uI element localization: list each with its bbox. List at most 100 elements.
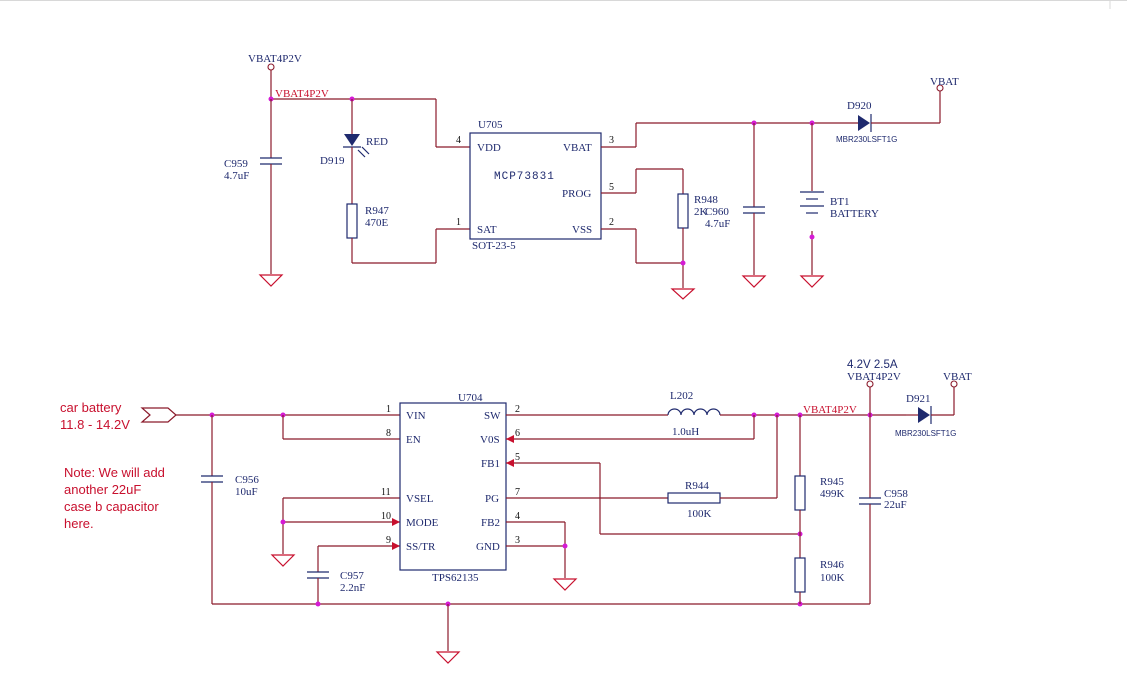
c958-ref: C958: [884, 488, 908, 500]
ground-symbol: [670, 288, 696, 300]
ground-symbol: [435, 651, 461, 664]
d921-ref: D921: [906, 393, 930, 405]
led-color-label: RED: [366, 136, 388, 148]
pin-sstr-label: SS/TR: [406, 541, 436, 553]
c960-value: 4.7uF: [705, 218, 730, 230]
pin-fb1-label: FB1: [481, 458, 500, 470]
resistor-r948: R948 2K: [677, 193, 718, 229]
vbat-port: VBAT: [930, 76, 959, 92]
diode-d920: D920 MBR230LSFT1G: [836, 91, 941, 144]
pin-1-number: 1: [456, 217, 461, 228]
d920-part: MBR230LSFT1G: [836, 135, 897, 144]
l202-ref: L202: [670, 390, 693, 402]
r947-value: 470E: [365, 217, 389, 229]
pin-7-number: 7: [515, 487, 520, 498]
ground-symbol: [799, 275, 825, 288]
pin-vsel-label: VSEL: [406, 493, 434, 505]
pin-v0s-label: V0S: [480, 434, 500, 446]
vbat4p2v-output-label: VBAT4P2V: [847, 371, 901, 383]
capacitor-c959: C959 4.7uF: [224, 99, 282, 274]
ground-symbol: [258, 274, 284, 287]
pin-vin-label: VIN: [406, 410, 426, 422]
l202-value: 1.0uH: [672, 426, 699, 438]
resistor-r944: R944 100K: [667, 480, 721, 520]
vbat-port-label: VBAT: [930, 76, 959, 88]
r944-ref: R944: [685, 480, 709, 492]
r944-value: 100K: [687, 508, 712, 520]
pin-4-number: 4: [456, 135, 461, 146]
capacitor-c958: C958 22uF: [859, 415, 908, 604]
pin-9-number: 9: [386, 535, 391, 546]
r947-ref: R947: [365, 205, 389, 217]
ground-symbol: [741, 275, 767, 288]
pin-3-number: 3: [609, 135, 614, 146]
c960-ref: C960: [705, 206, 729, 218]
u705-part: MCP73831: [494, 171, 555, 183]
r945-ref: R945: [820, 476, 844, 488]
capacitor-c957: C957 2.2nF: [307, 546, 365, 604]
output-rating: 4.2V 2.5A: [847, 359, 898, 371]
pin-6-number: 6: [515, 428, 520, 439]
note-line-3: case b capacitor: [64, 499, 159, 514]
c957-value: 2.2nF: [340, 582, 365, 594]
bt1-label: BATTERY: [830, 208, 879, 220]
car-battery-label: car battery: [60, 400, 122, 415]
c956-ref: C956: [235, 474, 259, 486]
car-battery-voltage: 11.8 - 14.2V: [60, 417, 130, 432]
vbat-output-label: VBAT: [943, 371, 972, 383]
vbat-output-port: VBAT: [943, 371, 972, 388]
d919-ref: D919: [320, 155, 345, 167]
c957-ref: C957: [340, 570, 364, 582]
pin-vss-label: VSS: [572, 224, 592, 236]
u704-ref: U704: [458, 392, 483, 404]
ic-u704: U704 TPS62135 VIN EN VSEL MODE SS/TR 1 8…: [381, 392, 520, 584]
battery-bt1: BT1 BATTERY: [800, 123, 879, 275]
resistor-r945: R945 499K: [794, 475, 845, 511]
d920-ref: D920: [847, 100, 872, 112]
pin-prog-label: PROG: [562, 188, 591, 200]
vbat4p2v-output-port: 4.2V 2.5A VBAT4P2V: [847, 359, 901, 415]
bt1-ref: BT1: [830, 196, 850, 208]
resistor-r947: R947 470E: [346, 203, 470, 264]
pin-5-number: 5: [515, 452, 520, 463]
vbat4p2v-net-label: VBAT4P2V: [275, 88, 329, 100]
pin-2-number: 2: [515, 404, 520, 415]
inductor-l202: L202 1.0uH: [667, 390, 721, 438]
c956-value: 10uF: [235, 486, 258, 498]
pin-sw-label: SW: [484, 410, 501, 422]
vbat4p2v-port-label: VBAT4P2V: [248, 53, 302, 65]
pin-5-number: 5: [609, 182, 614, 193]
pin-10-number: 10: [381, 511, 391, 522]
vbat4p2v-port: VBAT4P2V: [248, 53, 302, 99]
pin-3-number: 3: [515, 535, 520, 546]
d921-part: MBR230LSFT1G: [895, 429, 956, 438]
input-port: [140, 407, 400, 423]
note-line-1: Note: We will add: [64, 465, 165, 480]
pin-8-number: 8: [386, 428, 391, 439]
ground-symbol: [552, 578, 578, 591]
pin-11-number: 11: [381, 487, 391, 498]
r946-ref: R946: [820, 559, 844, 571]
u705-package: SOT-23-5: [472, 240, 516, 252]
pin-fb2-label: FB2: [481, 517, 500, 529]
note-line-4: here.: [64, 516, 94, 531]
pin-vbat-label: VBAT: [563, 142, 592, 154]
pin-gnd-label: GND: [476, 541, 500, 553]
u705-ref: U705: [478, 119, 503, 131]
capacitor-c956: C956 10uF: [201, 415, 259, 604]
pin-sat-label: SAT: [477, 224, 497, 236]
design-note: Note: We will add another 22uF case b ca…: [64, 465, 165, 531]
r948-value: 2K: [694, 206, 708, 218]
pin-2-number: 2: [609, 217, 614, 228]
resistor-r946: R946 100K: [794, 557, 845, 593]
r946-value: 100K: [820, 572, 845, 584]
c959-value: 4.7uF: [224, 170, 249, 182]
pin-1-number: 1: [386, 404, 391, 415]
led-d919: RED D919: [320, 99, 388, 204]
c958-value: 22uF: [884, 499, 907, 511]
c959-ref: C959: [224, 158, 248, 170]
note-line-2: another 22uF: [64, 482, 141, 497]
buck-circuit: car battery 11.8 - 14.2V Note: We will a…: [60, 359, 972, 664]
